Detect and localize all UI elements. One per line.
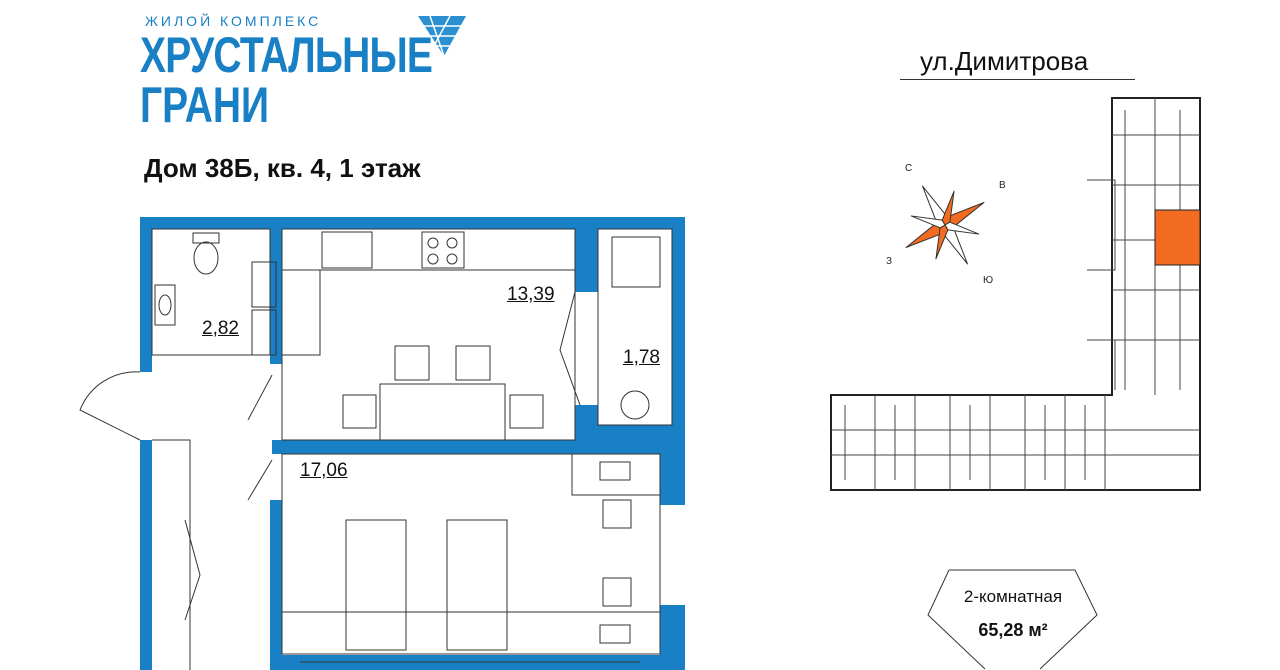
apartment-type: 2-комнатная — [963, 587, 1063, 606]
apartment-area: 65,28 м² — [978, 620, 1048, 640]
street-label: ул.Димитрова — [920, 46, 1089, 76]
kitchen-area: 13,39 — [507, 284, 555, 305]
bedroom-area: 17,06 — [300, 460, 348, 481]
street-line — [900, 79, 1135, 80]
compass-south: Ю — [983, 275, 994, 286]
compass-west: З — [886, 256, 893, 267]
compass-east: В — [999, 180, 1006, 191]
walls — [140, 217, 685, 670]
logo-subtitle: ЖИЛОЙ КОМПЛЕКС — [145, 13, 322, 29]
logo-line-1: ХРУСТАЛЬНЫЕ — [140, 27, 433, 83]
compass-icon — [905, 185, 985, 265]
balcony-area: 1,78 — [623, 347, 660, 368]
info-badge-frame — [927, 569, 1098, 670]
apartment-highlight — [1154, 209, 1201, 266]
logo-line-2: ГРАНИ — [140, 77, 270, 133]
page-title: Дом 38Б, кв. 4, 1 этаж — [144, 153, 421, 183]
compass-north: С — [905, 163, 913, 174]
floor-plan — [79, 217, 685, 670]
crystal-logo-icon — [418, 15, 466, 57]
building-plan — [830, 97, 1201, 491]
bathroom-area: 2,82 — [202, 318, 239, 339]
